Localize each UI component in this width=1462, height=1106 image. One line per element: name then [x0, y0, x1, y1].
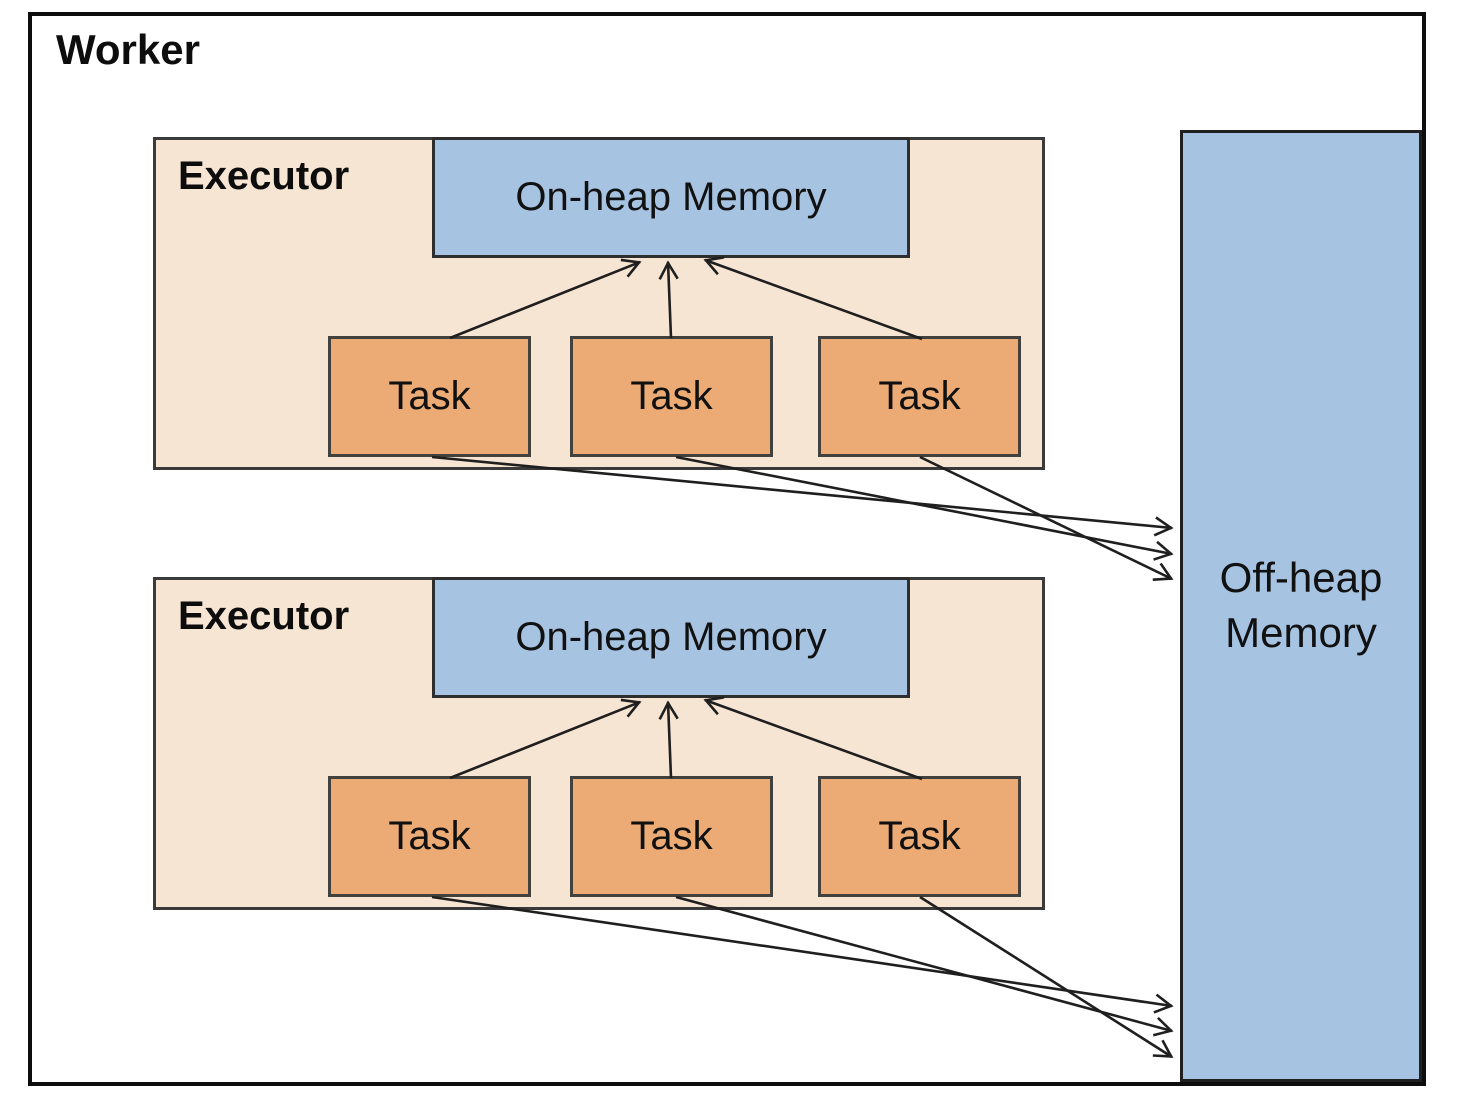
executor-1-onheap-memory-label: On-heap Memory	[515, 175, 827, 219]
executor-2-task-2-box: Task	[570, 776, 773, 897]
offheap-memory-label: Off-heap Memory	[1219, 554, 1383, 656]
executor-2-task-3-label: Task	[878, 814, 961, 858]
executor-1-task-2-box: Task	[570, 336, 773, 457]
executor-2-task-2-label: Task	[630, 814, 713, 858]
executor-2-task-3-box: Task	[818, 776, 1021, 897]
executor-1-task-1-box: Task	[328, 336, 531, 457]
executor-1-task-2-label: Task	[630, 374, 713, 418]
executor-2-onheap-memory-label: On-heap Memory	[515, 615, 827, 659]
offheap-memory-box: Off-heap Memory	[1180, 130, 1422, 1082]
executor-1-task-3-label: Task	[878, 374, 961, 418]
worker-label: Worker	[56, 26, 200, 73]
executor-1-label: Executor	[178, 154, 350, 198]
executor-1-task-3-box: Task	[818, 336, 1021, 457]
executor-2-label: Executor	[178, 594, 350, 638]
executor-2-onheap-memory-box: On-heap Memory	[432, 577, 910, 698]
executor-1-onheap-memory-box: On-heap Memory	[432, 137, 910, 258]
executor-1-task-1-label: Task	[388, 374, 471, 418]
executor-2-task-1-box: Task	[328, 776, 531, 897]
executor-2-task-1-label: Task	[388, 814, 471, 858]
